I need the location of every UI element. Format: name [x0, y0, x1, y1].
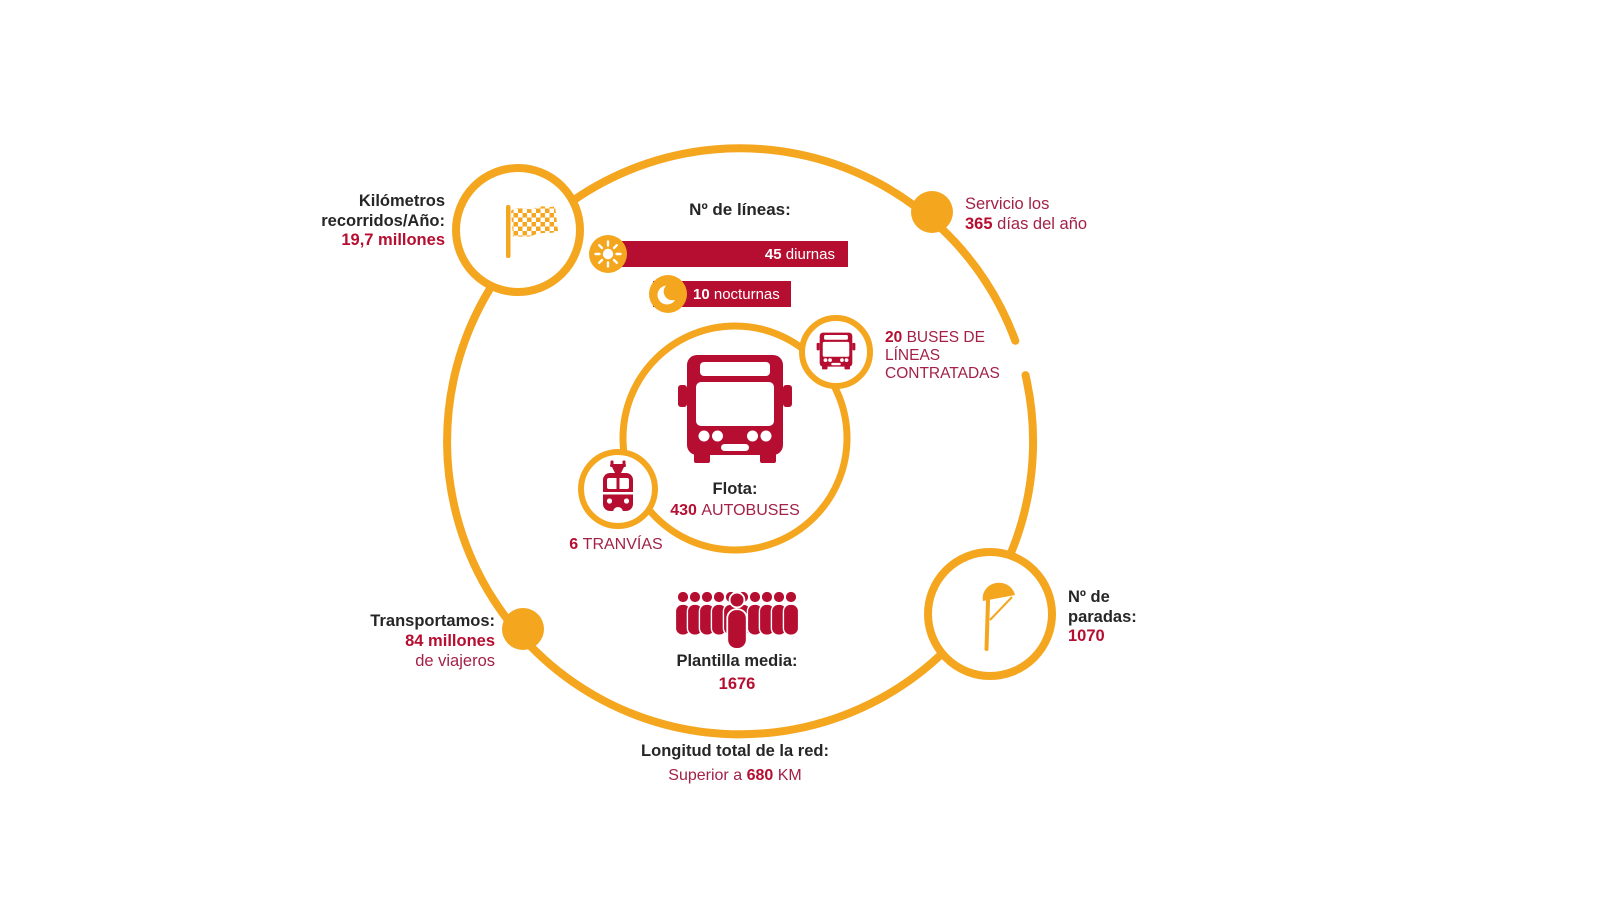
- service-dot: [911, 191, 953, 233]
- moon-icon: [649, 275, 687, 313]
- network-length-unit: KM: [777, 767, 802, 784]
- bus-stop-circle: [924, 548, 1056, 680]
- stops-label-line1: Nº de: [1068, 588, 1110, 606]
- stops-block: Nº de paradas: 1070: [1068, 588, 1137, 647]
- stops-value: 1070: [1068, 627, 1105, 645]
- contracted-buses-line1: BUSES DE: [906, 329, 985, 346]
- network-length-label: Longitud total de la red:: [641, 742, 829, 760]
- contracted-buses-line3: CONTRATADAS: [885, 365, 1000, 382]
- staff-crowd-icon: [674, 590, 800, 650]
- diurnas-label: diurnas: [785, 245, 835, 263]
- bus-stop-icon: [982, 582, 1015, 651]
- nocturnas-label: nocturnas: [713, 285, 780, 303]
- contracted-buses-line2: LÍNEAS: [885, 347, 941, 364]
- staff-value: 1676: [718, 675, 756, 693]
- checkered-flag-icon: [506, 205, 558, 258]
- lines-title: Nº de líneas:: [689, 200, 791, 219]
- passengers-block: Transportamos: 84 millones de viajeros: [295, 611, 495, 671]
- inner-circle: [619, 322, 851, 554]
- fleet-label: Flota:: [712, 480, 758, 498]
- passengers-label: Transportamos:: [370, 612, 495, 630]
- diurnas-value: 45: [764, 245, 782, 263]
- passengers-value: 84 millones: [405, 632, 495, 650]
- service-line1: Servicio los: [965, 195, 1050, 213]
- fleet-unit: AUTOBUSES: [701, 502, 800, 519]
- nocturnas-value: 10: [693, 285, 710, 303]
- service-value: 365: [965, 214, 993, 233]
- kilometres-block: Kilómetros recorridos/Año: 19,7 millones: [245, 192, 445, 251]
- trams-value: 6: [569, 536, 579, 553]
- stops-label-line2: paradas:: [1068, 607, 1137, 626]
- passengers-dot: [502, 608, 544, 650]
- kilometres-label-line2: recorridos/Año:: [321, 211, 445, 230]
- contracted-buses-value: 20: [885, 329, 903, 346]
- bus-icon: [678, 355, 792, 463]
- network-length-value: 680: [746, 767, 774, 784]
- passengers-rest: de viajeros: [415, 652, 495, 670]
- trams-label: TRANVÍAS: [582, 536, 663, 553]
- staff-block: Plantilla media: 1676: [637, 652, 837, 694]
- kilometres-label-line1: Kilómetros: [358, 192, 445, 210]
- fleet-value: 430: [670, 502, 697, 519]
- mini-bus-icon: [816, 332, 856, 370]
- kilometres-value: 19,7 millones: [341, 231, 445, 249]
- staff-label: Plantilla media:: [676, 652, 798, 670]
- network-length-prefix: Superior a: [668, 767, 743, 784]
- sun-icon: [589, 235, 627, 273]
- service-rest: días del año: [997, 214, 1088, 233]
